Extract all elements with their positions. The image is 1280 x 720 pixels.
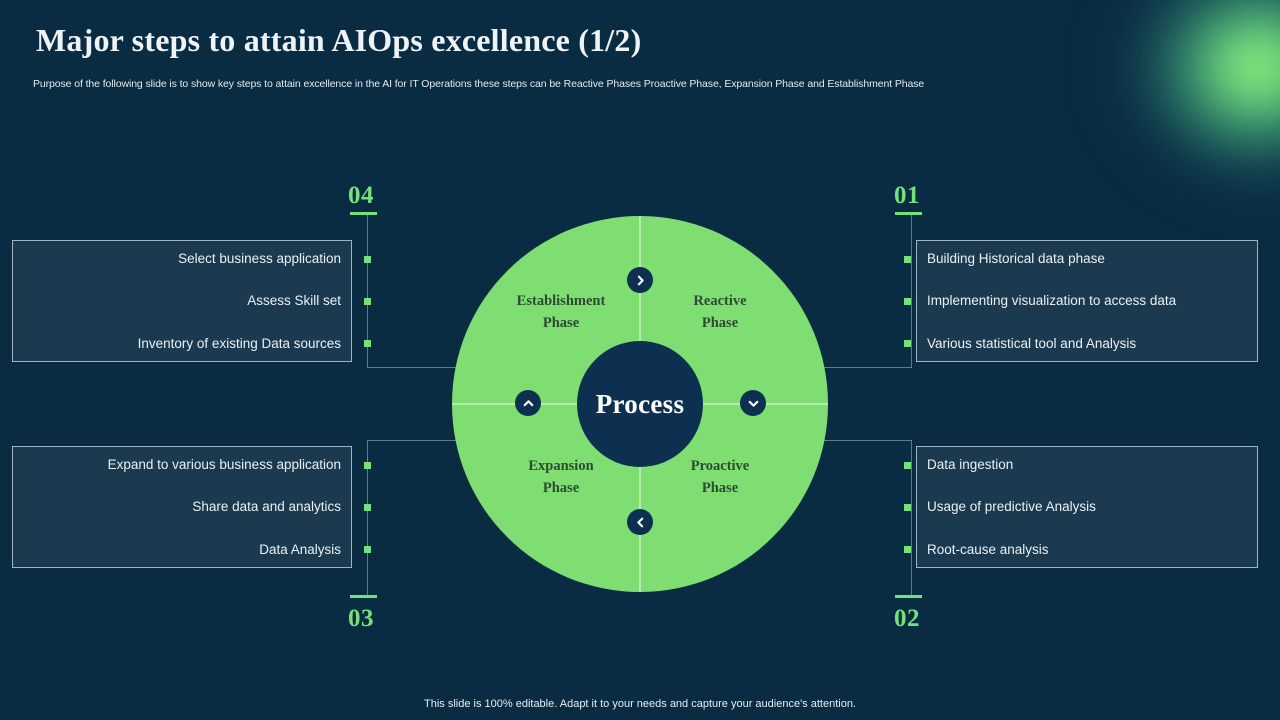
step-number-01: 01 bbox=[894, 182, 920, 209]
bullet-marker bbox=[904, 256, 911, 263]
chevron-down-icon[interactable] bbox=[740, 390, 766, 416]
step-item: Assess Skill set bbox=[247, 293, 341, 309]
connector-line-03-horizontal bbox=[367, 440, 497, 441]
bullet-marker bbox=[364, 256, 371, 263]
connector-line-02-horizontal bbox=[782, 440, 912, 441]
step-number-02: 02 bbox=[894, 605, 920, 632]
bullet-marker bbox=[364, 504, 371, 511]
chevron-right-icon[interactable] bbox=[627, 267, 653, 293]
bullet-marker bbox=[364, 298, 371, 305]
step-item: Select business application bbox=[178, 250, 341, 266]
bullet-marker bbox=[904, 546, 911, 553]
connector-line-03-vertical bbox=[367, 440, 368, 595]
step-panel-01[interactable]: Building Historical data phase Implement… bbox=[916, 240, 1258, 362]
background-glow bbox=[1060, 0, 1280, 220]
step-number-03: 03 bbox=[348, 605, 374, 632]
chevron-left-icon[interactable] bbox=[627, 509, 653, 535]
step-item: Inventory of existing Data sources bbox=[137, 335, 341, 351]
step-rule-02 bbox=[895, 595, 922, 598]
step-rule-01 bbox=[895, 212, 922, 215]
wheel-center-label: Process bbox=[595, 388, 685, 419]
connector-line-04-horizontal bbox=[367, 367, 497, 368]
footer-note: This slide is 100% editable. Adapt it to… bbox=[424, 698, 856, 710]
bullet-marker bbox=[364, 462, 371, 469]
step-item: Expand to various business application bbox=[107, 456, 341, 472]
bullet-marker bbox=[904, 504, 911, 511]
connector-line-04-vertical bbox=[367, 213, 368, 368]
connector-line-02-vertical bbox=[911, 440, 912, 595]
step-rule-03 bbox=[350, 595, 377, 598]
wheel-center-circle: Process bbox=[577, 341, 703, 467]
bullet-marker bbox=[904, 462, 911, 469]
bullet-marker bbox=[364, 546, 371, 553]
step-item: Data ingestion bbox=[927, 456, 1014, 472]
step-panel-03[interactable]: Expand to various business application S… bbox=[12, 446, 352, 568]
step-panel-02[interactable]: Data ingestion Usage of predictive Analy… bbox=[916, 446, 1258, 568]
step-item: Share data and analytics bbox=[192, 499, 341, 515]
bullet-marker bbox=[904, 298, 911, 305]
page-subtitle: Purpose of the following slide is to sho… bbox=[33, 78, 925, 90]
step-rule-04 bbox=[350, 212, 377, 215]
chevron-up-icon[interactable] bbox=[515, 390, 541, 416]
step-item: Building Historical data phase bbox=[927, 250, 1105, 266]
step-item: Implementing visualization to access dat… bbox=[927, 293, 1177, 309]
step-item: Various statistical tool and Analysis bbox=[927, 335, 1137, 351]
step-panel-04[interactable]: Select business application Assess Skill… bbox=[12, 240, 352, 362]
bullet-marker bbox=[904, 340, 911, 347]
page-title: Major steps to attain AIOps excellence (… bbox=[36, 22, 642, 58]
step-item: Usage of predictive Analysis bbox=[927, 499, 1096, 515]
connector-line-01-horizontal bbox=[782, 367, 912, 368]
step-item: Root-cause analysis bbox=[927, 541, 1049, 557]
connector-line-01-vertical bbox=[911, 213, 912, 368]
step-item: Data Analysis bbox=[259, 541, 341, 557]
step-number-04: 04 bbox=[348, 182, 374, 209]
bullet-marker bbox=[364, 340, 371, 347]
